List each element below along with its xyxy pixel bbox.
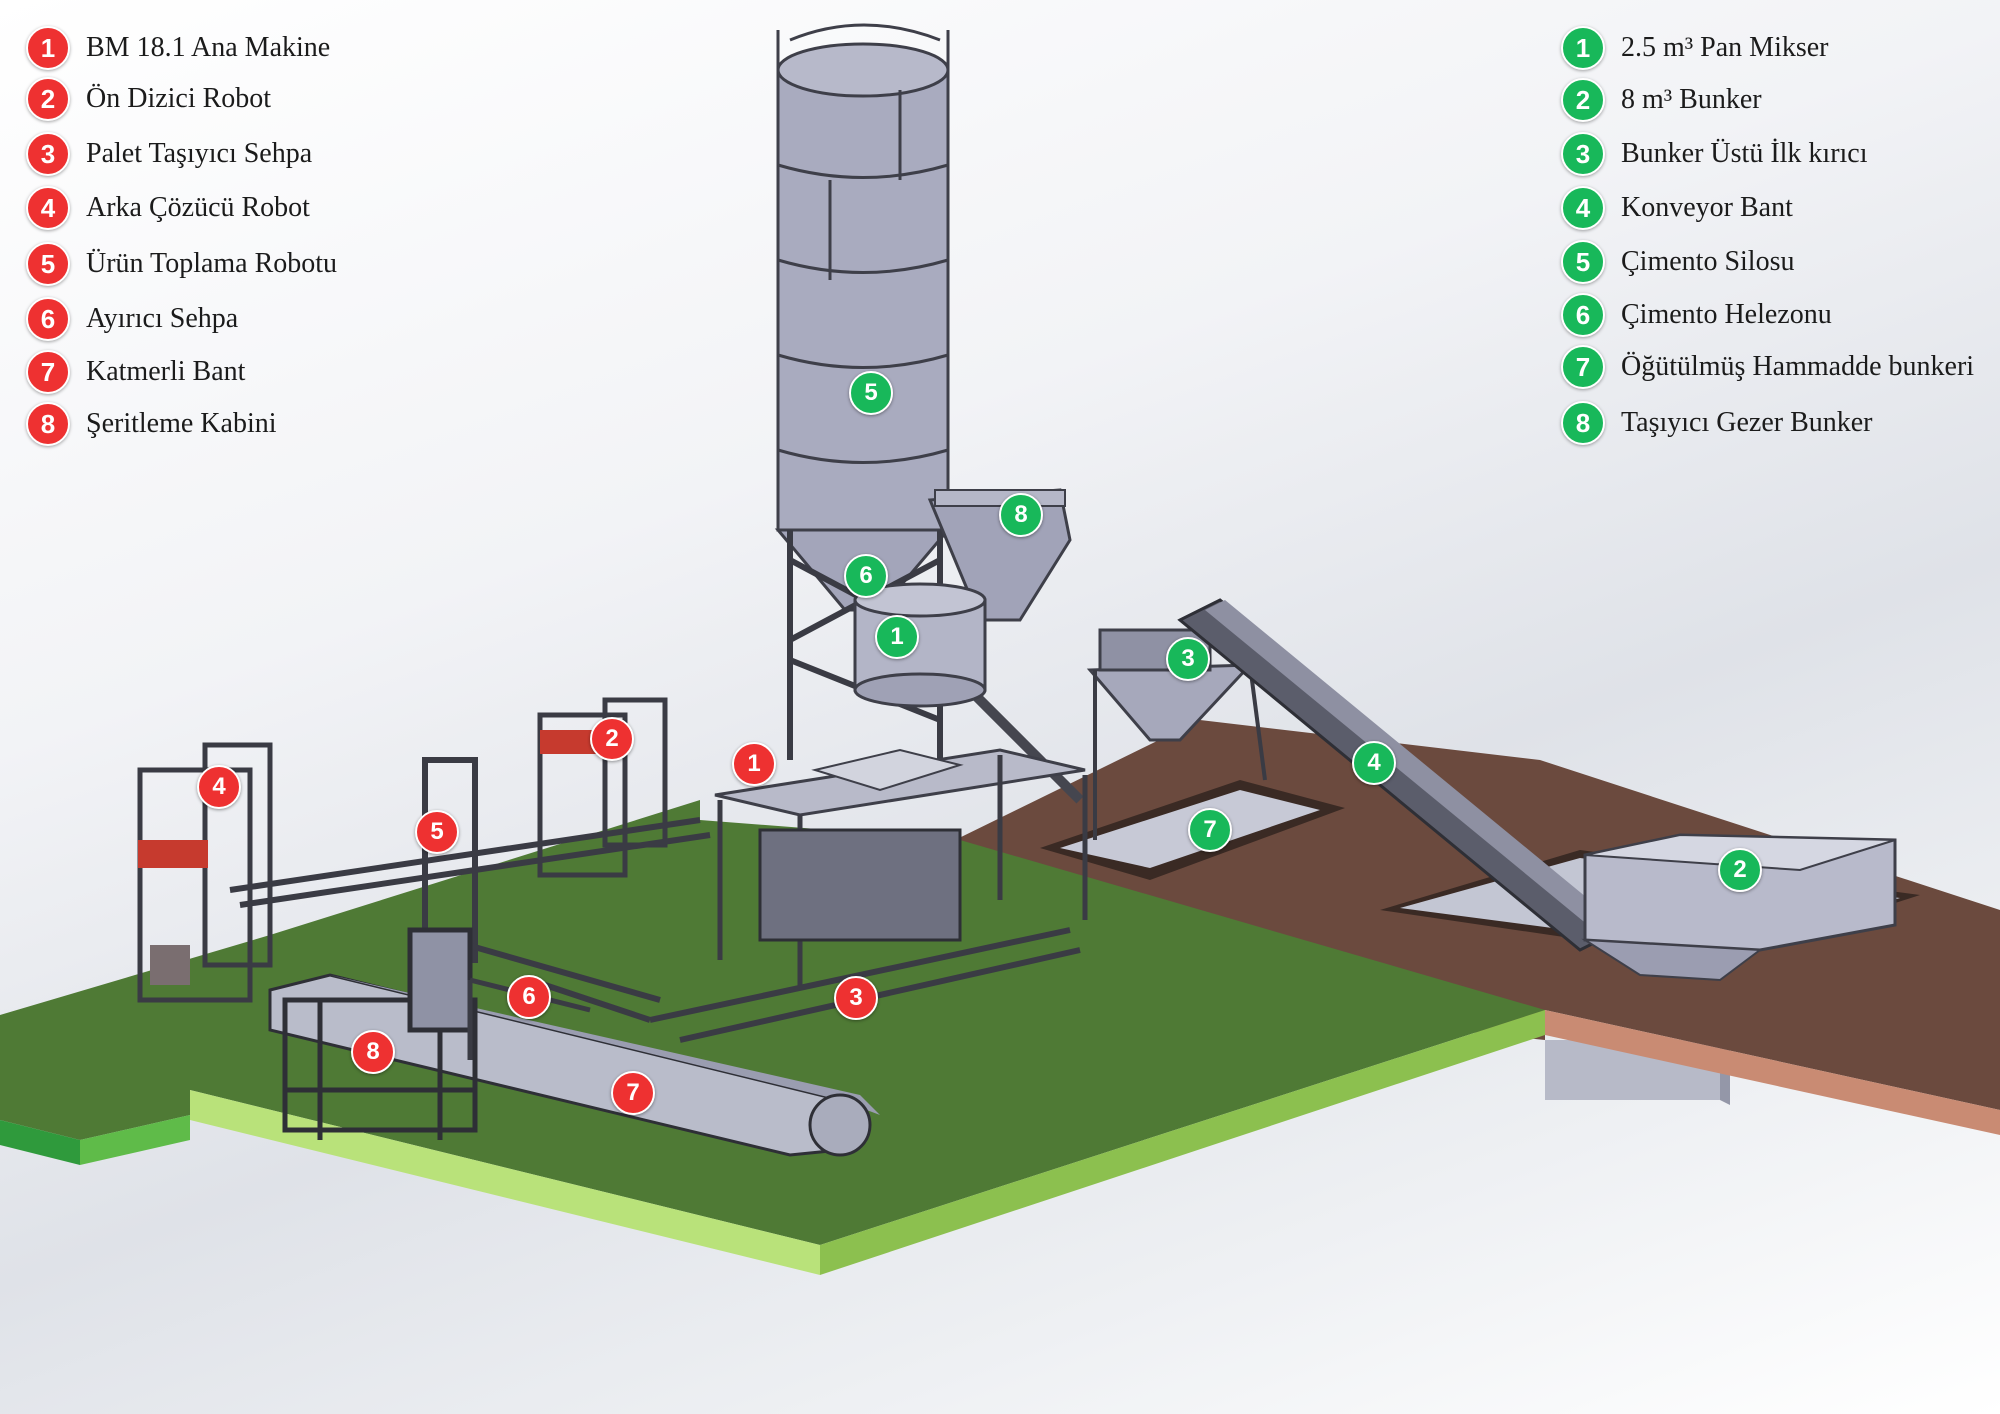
green-number-badge: 4 [1561, 186, 1605, 230]
legend-right-label: 8 m³ Bunker [1621, 84, 1762, 115]
red-number-badge: 2 [26, 77, 70, 121]
red-marker-6: 6 [507, 975, 551, 1019]
legend-left-item-5: 5 Ürün Toplama Robotu [26, 242, 337, 286]
legend-right-label: Taşıyıcı Gezer Bunker [1621, 407, 1873, 438]
red-marker-4: 4 [197, 765, 241, 809]
legend-right-item-3: 3 Bunker Üstü İlk kırıcı [1561, 132, 1868, 176]
strapping-cabin [282, 927, 478, 1140]
legend-right-item-5: 5 Çimento Silosu [1561, 240, 1794, 284]
legend-left-label: Arka Çözücü Robot [86, 192, 310, 223]
green-number-badge: 6 [1561, 293, 1605, 337]
legend-right-item-1: 1 2.5 m³ Pan Mikser [1561, 26, 1829, 70]
legend-left-item-6: 6 Ayırıcı Sehpa [26, 297, 238, 341]
legend-left-item-1: 1 BM 18.1 Ana Makine [26, 26, 330, 70]
legend-right-label: Çimento Silosu [1621, 246, 1795, 277]
red-number-badge: 3 [26, 132, 70, 176]
legend-right-label: Bunker Üstü İlk kırıcı [1621, 138, 1868, 169]
red-number-badge: 8 [26, 402, 70, 446]
legend-left-item-4: 4 Arka Çözücü Robot [26, 186, 310, 230]
green-marker-6: 6 [844, 554, 888, 598]
red-number-badge: 7 [26, 350, 70, 394]
red-marker-3: 3 [834, 976, 878, 1020]
legend-left-label: Katmerli Bant [86, 356, 246, 387]
legend-right-label: Konveyor Bant [1621, 192, 1793, 223]
green-marker-1: 1 [875, 615, 919, 659]
red-number-badge: 1 [26, 26, 70, 70]
green-marker-4: 4 [1352, 741, 1396, 785]
legend-left-item-8: 8 Şeritleme Kabini [26, 402, 277, 446]
red-marker-2: 2 [590, 717, 634, 761]
cement-silo [774, 23, 952, 760]
legend-right-label: Çimento Helezonu [1621, 299, 1832, 330]
green-number-badge: 7 [1561, 345, 1605, 389]
green-number-badge: 8 [1561, 401, 1605, 445]
green-number-badge: 2 [1561, 78, 1605, 122]
red-marker-8: 8 [351, 1030, 395, 1074]
legend-right-item-7: 7 Öğütülmüş Hammadde bunkeri [1561, 345, 1974, 389]
legend-left-label: Şeritleme Kabini [86, 408, 277, 439]
pallet-carrier [529, 927, 1081, 1043]
red-number-badge: 4 [26, 186, 70, 230]
legend-right-item-2: 2 8 m³ Bunker [1561, 78, 1762, 122]
legend-left-label: Ürün Toplama Robotu [86, 248, 338, 279]
green-number-badge: 1 [1561, 26, 1605, 70]
red-number-badge: 6 [26, 297, 70, 341]
red-marker-7: 7 [611, 1071, 655, 1115]
rear-unloading-robot [137, 742, 273, 1003]
legend-left-label: BM 18.1 Ana Makine [86, 32, 331, 63]
legend-left-item-2: 2 Ön Dizici Robot [26, 77, 271, 121]
legend-left-item-3: 3 Palet Taşıyıcı Sehpa [26, 132, 312, 176]
legend-right-label: 2.5 m³ Pan Mikser [1621, 32, 1829, 63]
green-number-badge: 5 [1561, 240, 1605, 284]
red-number-badge: 5 [26, 242, 70, 286]
legend-right-item-8: 8 Taşıyıcı Gezer Bunker [1561, 401, 1873, 445]
green-marker-7: 7 [1188, 808, 1232, 852]
legend-right-item-6: 6 Çimento Helezonu [1561, 293, 1832, 337]
pan-mixer [853, 582, 987, 708]
legend-left-label: Palet Taşıyıcı Sehpa [86, 138, 313, 169]
red-marker-5: 5 [415, 810, 459, 854]
legend-right-item-4: 4 Konveyor Bant [1561, 186, 1793, 230]
legend-left-item-7: 7 Katmerli Bant [26, 350, 245, 394]
legend-left-label: Ayırıcı Sehpa [86, 303, 239, 334]
green-marker-2: 2 [1718, 848, 1762, 892]
red-marker-1: 1 [732, 742, 776, 786]
green-marker-5: 5 [849, 371, 893, 415]
green-number-badge: 3 [1561, 132, 1605, 176]
grass-platform [0, 800, 1545, 1275]
legend-right-label: Öğütülmüş Hammadde bunkeri [1621, 351, 1975, 382]
main-machine [714, 748, 1088, 990]
product-collecting-robot [229, 757, 711, 1003]
green-marker-8: 8 [999, 493, 1043, 537]
green-marker-3: 3 [1166, 637, 1210, 681]
legend-left-label: Ön Dizici Robot [86, 83, 272, 114]
